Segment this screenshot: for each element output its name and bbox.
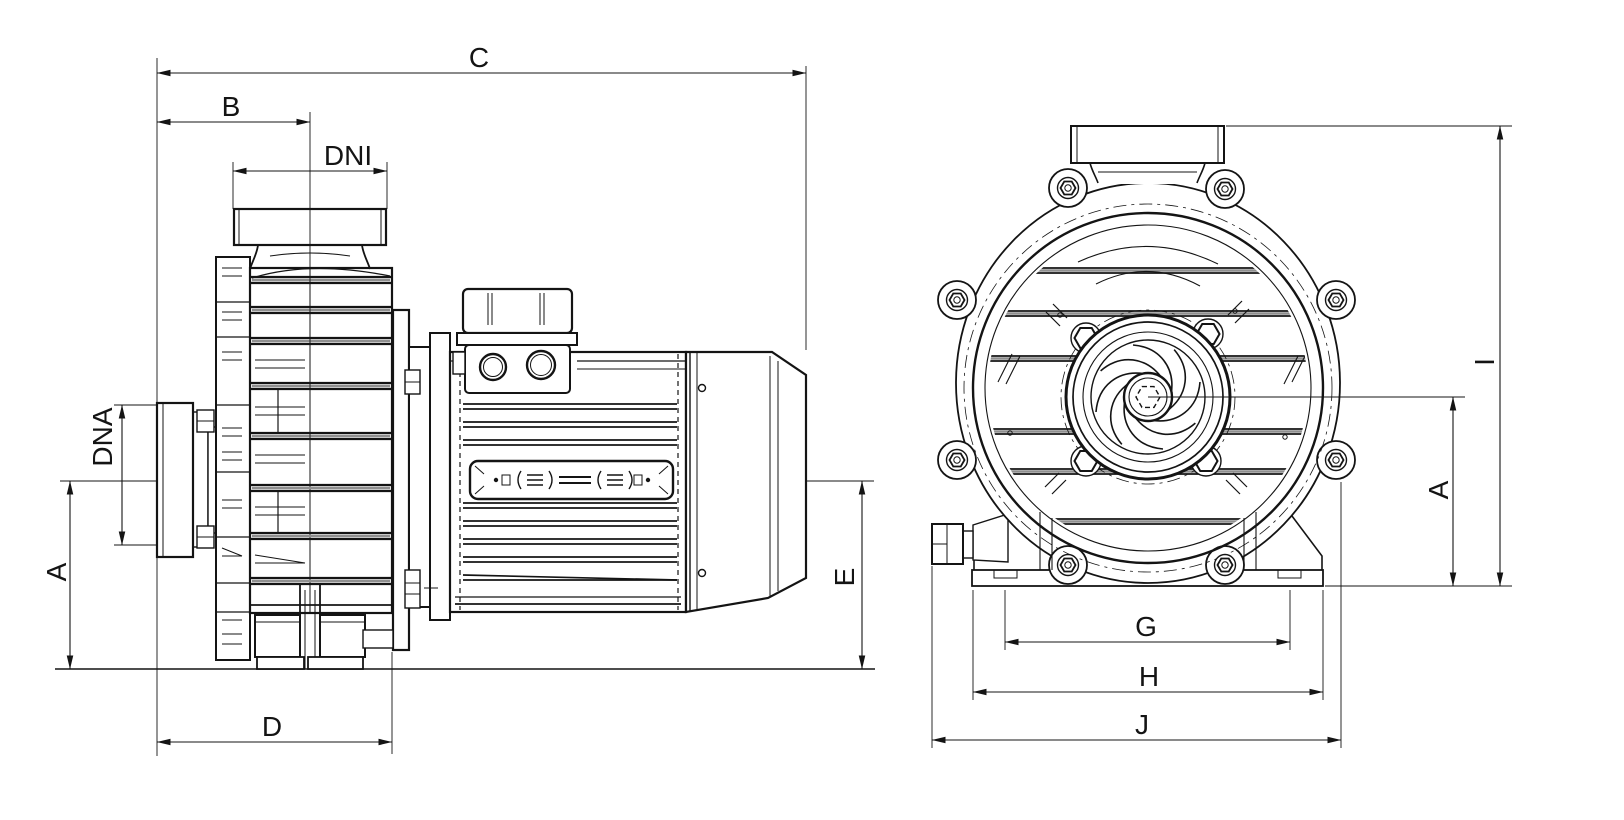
dim-label-h: H — [1139, 661, 1159, 692]
dim-label-g: G — [1135, 611, 1157, 642]
bolt — [1056, 176, 1080, 200]
dim-label-a-front: A — [1423, 480, 1454, 499]
stage-ribs — [254, 359, 306, 564]
motor-adapter — [391, 308, 451, 652]
bolt — [1056, 553, 1080, 577]
dim-label-i: I — [1469, 358, 1500, 366]
cooling-fins — [462, 403, 678, 581]
suction-flange — [155, 401, 219, 559]
terminal-box — [452, 287, 578, 394]
bolt — [945, 448, 969, 472]
drain-boss — [972, 513, 1009, 563]
front-discharge-flange — [1070, 125, 1225, 184]
side-view: C B DNI DNA A E D — [41, 42, 875, 756]
dim-label-d: D — [262, 711, 282, 742]
front-view: I A G H J — [931, 125, 1512, 748]
dim-label-a-side: A — [41, 562, 72, 581]
bolt — [1213, 177, 1237, 201]
cover-screw-top — [697, 383, 707, 393]
dim-label-j: J — [1135, 709, 1149, 740]
rib-ticks — [221, 267, 243, 645]
dim-label-e: E — [829, 568, 860, 587]
bolt — [945, 288, 969, 312]
motor-nameplate — [468, 459, 675, 501]
casing-rim — [971, 211, 1325, 565]
pump-casing-stack — [215, 256, 394, 661]
bolt — [1324, 448, 1348, 472]
bolt — [1213, 553, 1237, 577]
cover-screw-bottom — [697, 568, 707, 578]
bolt — [1324, 288, 1348, 312]
dim-label-dni: DNI — [324, 140, 372, 171]
pump-feet — [254, 585, 394, 670]
dimensions-side: C B DNI DNA A E D — [41, 42, 874, 756]
dimensions-front: I A G H J — [931, 125, 1512, 748]
cable-gland-right — [525, 349, 557, 381]
tie-rods — [250, 275, 392, 586]
casing-bolts — [945, 176, 1348, 577]
saddle-edges — [1039, 512, 1257, 570]
dim-label-c: C — [469, 42, 489, 73]
dim-label-dna: DNA — [87, 407, 118, 466]
fan-cover — [684, 350, 808, 614]
dim-label-b: B — [222, 91, 241, 122]
